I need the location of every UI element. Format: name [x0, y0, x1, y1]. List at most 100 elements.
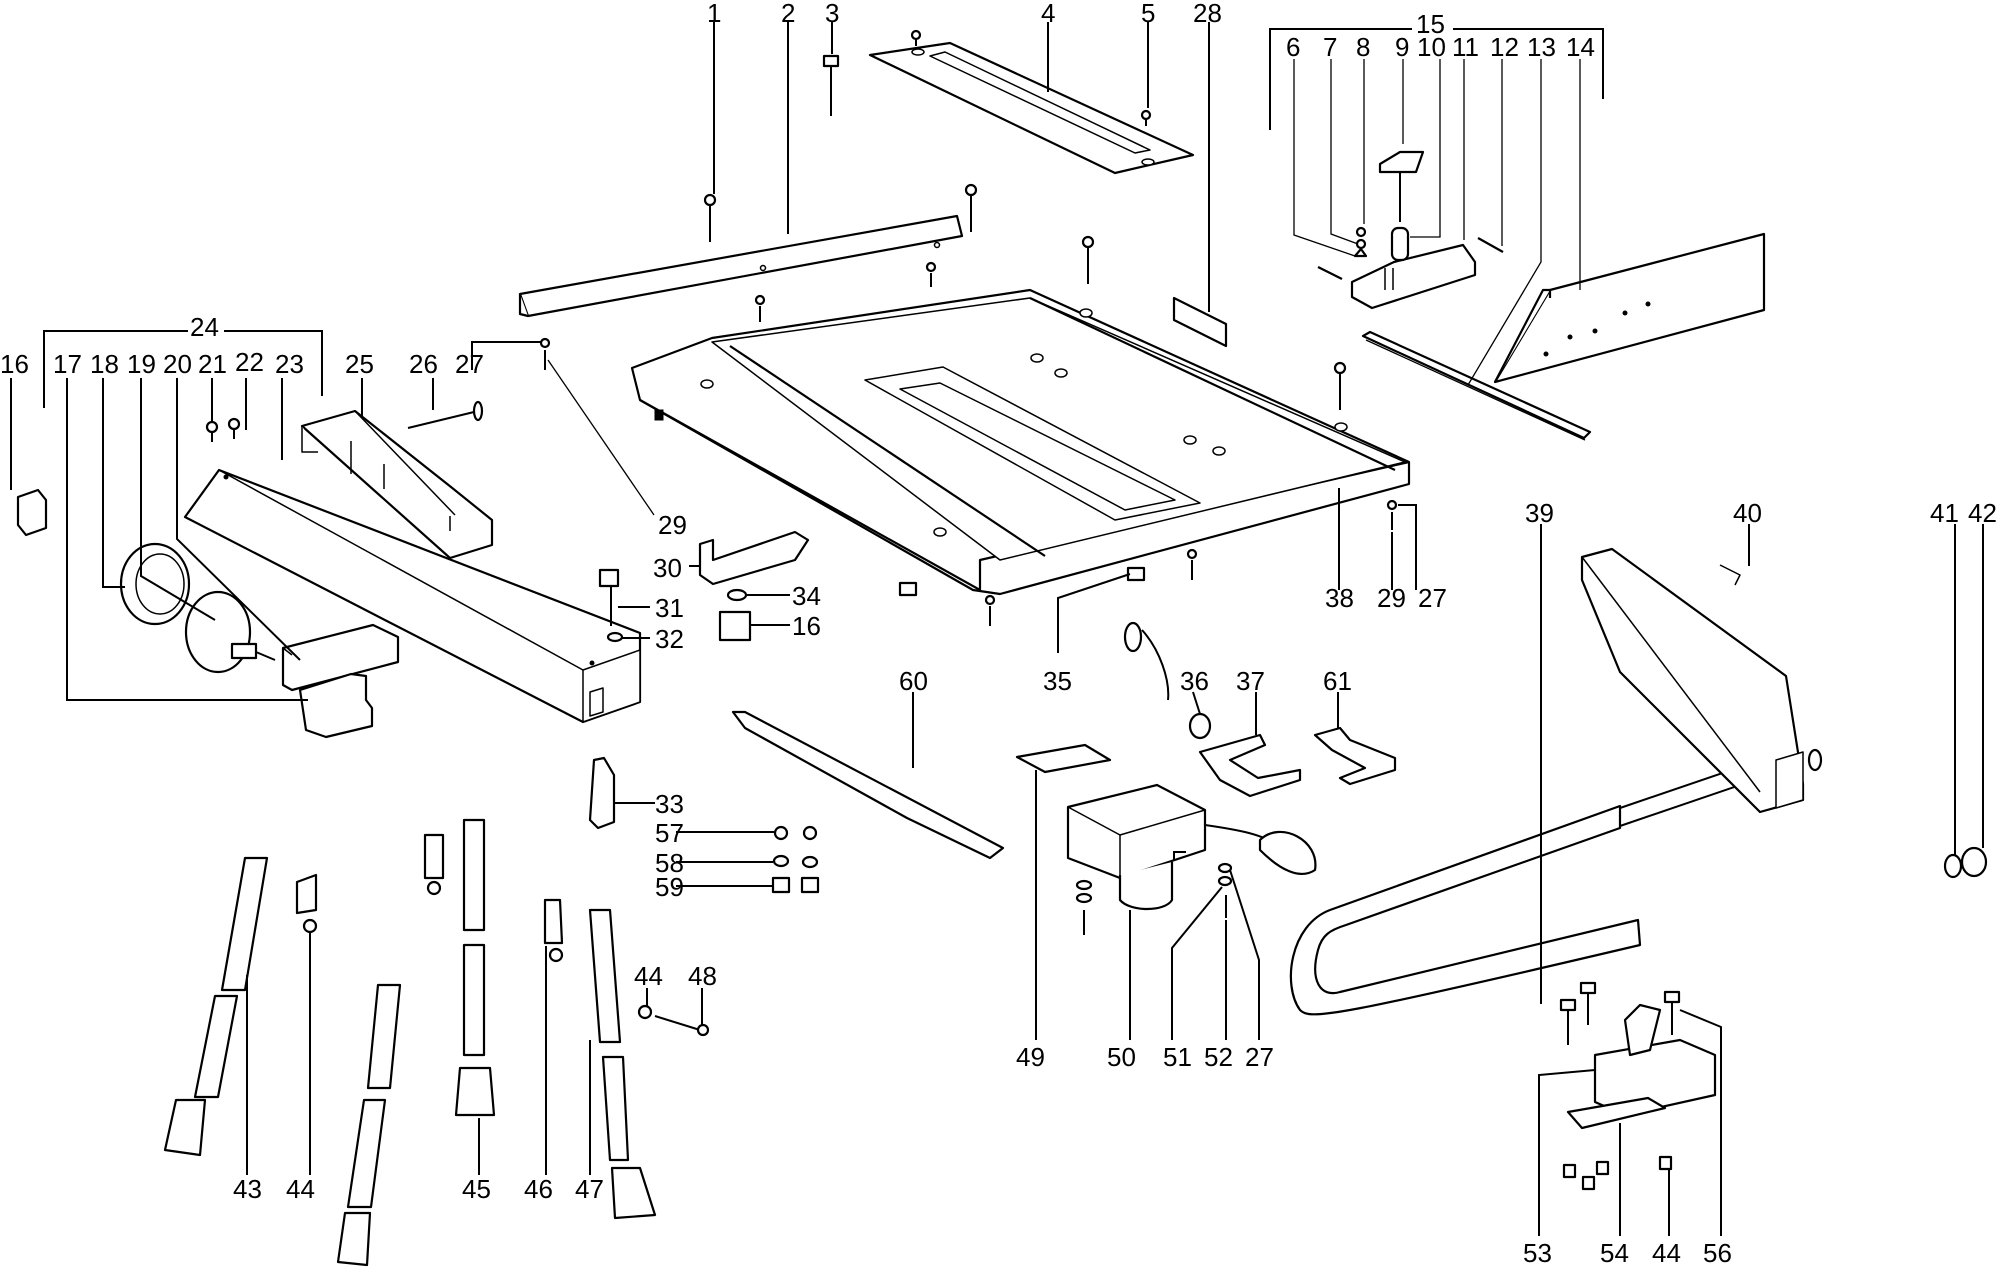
leg-tube	[220, 856, 269, 992]
sliding-tube	[281, 623, 400, 692]
callout-13: 13	[1527, 32, 1556, 62]
label-plate-28	[1172, 296, 1228, 348]
leg-clamp	[543, 898, 564, 945]
fasteners-57-59	[771, 825, 820, 894]
callout-4: 4	[1041, 0, 1055, 28]
foot	[454, 1066, 496, 1117]
extension-tube	[183, 468, 642, 724]
leg-tube	[601, 1055, 630, 1162]
callout-58: 58	[655, 848, 684, 878]
mounting-bracket	[1559, 981, 1717, 1191]
support-arm	[1580, 547, 1805, 814]
callout-51: 51	[1163, 1042, 1192, 1072]
label-plate-49	[1015, 743, 1112, 774]
callout-29: 29	[658, 510, 687, 540]
callout-18: 18	[90, 349, 119, 379]
callout-9: 9	[1395, 32, 1409, 62]
callout-16-block: 16	[792, 611, 821, 641]
callout-28: 28	[1193, 0, 1222, 28]
callout-44c: 44	[1652, 1238, 1681, 1268]
group-bracket-24	[43, 330, 323, 408]
nut	[426, 880, 442, 896]
callout-61: 61	[1323, 666, 1352, 696]
callout-59: 59	[655, 872, 684, 902]
wrench-37	[1198, 733, 1302, 798]
callout-41: 41	[1930, 498, 1959, 528]
callout-6: 6	[1286, 32, 1300, 62]
nut	[302, 918, 318, 934]
rip-fence	[1493, 232, 1766, 384]
leg-tube	[462, 943, 486, 1057]
leg-tube	[346, 1098, 387, 1209]
leader-lines	[10, 22, 1984, 1236]
screws-21-22	[205, 417, 241, 442]
saw-table	[630, 288, 1411, 596]
nut	[1562, 1163, 1577, 1179]
callout-44b: 44	[634, 961, 663, 991]
holder-30	[698, 530, 810, 586]
nut	[1595, 1160, 1610, 1176]
callout-39: 39	[1525, 498, 1554, 528]
leg-bracket-33	[588, 756, 616, 830]
fence-guide-rail	[1361, 330, 1592, 441]
slot-nut	[1126, 566, 1146, 582]
callout-22: 22	[235, 347, 264, 377]
washer-34	[726, 588, 748, 602]
callout-16: 16	[0, 349, 29, 379]
plate-54	[1566, 1096, 1667, 1130]
callout-5: 5	[1141, 0, 1155, 28]
fence-fasteners	[1317, 226, 1504, 280]
callout-20: 20	[163, 349, 192, 379]
knob-16	[16, 488, 48, 537]
screws-top	[539, 29, 1398, 626]
callout-38: 38	[1325, 583, 1354, 613]
callout-15: 15	[1416, 9, 1445, 39]
callout-27b: 27	[1418, 583, 1447, 613]
nut-44	[637, 1004, 653, 1020]
callout-57: 57	[655, 818, 684, 848]
callout-44: 44	[286, 1174, 315, 1204]
bolt-26	[407, 400, 484, 429]
callout-29b: 29	[1377, 583, 1406, 613]
callout-34: 34	[792, 581, 821, 611]
callout-30: 30	[653, 553, 682, 583]
callout-1: 1	[707, 0, 721, 28]
callout-50: 50	[1107, 1042, 1136, 1072]
callout-27: 27	[455, 349, 484, 379]
chain-key	[1123, 621, 1212, 740]
callout-8: 8	[1356, 32, 1370, 62]
angle-rail	[518, 214, 964, 318]
callout-3: 3	[825, 0, 839, 28]
callout-45: 45	[462, 1174, 491, 1204]
callout-12: 12	[1490, 32, 1519, 62]
callout-49: 49	[1016, 1042, 1045, 1072]
callout-35: 35	[1043, 666, 1072, 696]
callout-53: 53	[1523, 1238, 1552, 1268]
callout-7: 7	[1323, 32, 1337, 62]
nut	[1658, 1155, 1673, 1171]
callout-26: 26	[409, 349, 438, 379]
cap-and-handwheel	[119, 542, 276, 674]
callout-47: 47	[575, 1174, 604, 1204]
leg-clamp	[423, 833, 445, 880]
block-16	[718, 610, 752, 642]
callout-32: 32	[655, 624, 684, 654]
callout-27c: 27	[1245, 1042, 1274, 1072]
callout-10: 10	[1417, 32, 1446, 62]
slot-nut	[898, 581, 918, 597]
leg-tube	[193, 994, 239, 1099]
nut	[1581, 1175, 1596, 1191]
fence-clamp	[1350, 243, 1477, 310]
callout-36: 36	[1180, 666, 1209, 696]
callout-46: 46	[524, 1174, 553, 1204]
foot	[610, 1166, 657, 1220]
leg-tube	[588, 908, 622, 1044]
callout-11: 11	[1452, 32, 1479, 62]
callout-56: 56	[1703, 1238, 1732, 1268]
foot	[163, 1098, 207, 1157]
callout-52: 52	[1204, 1042, 1233, 1072]
callout-23: 23	[275, 349, 304, 379]
callout-33: 33	[655, 789, 684, 819]
push-stick	[731, 710, 1005, 860]
